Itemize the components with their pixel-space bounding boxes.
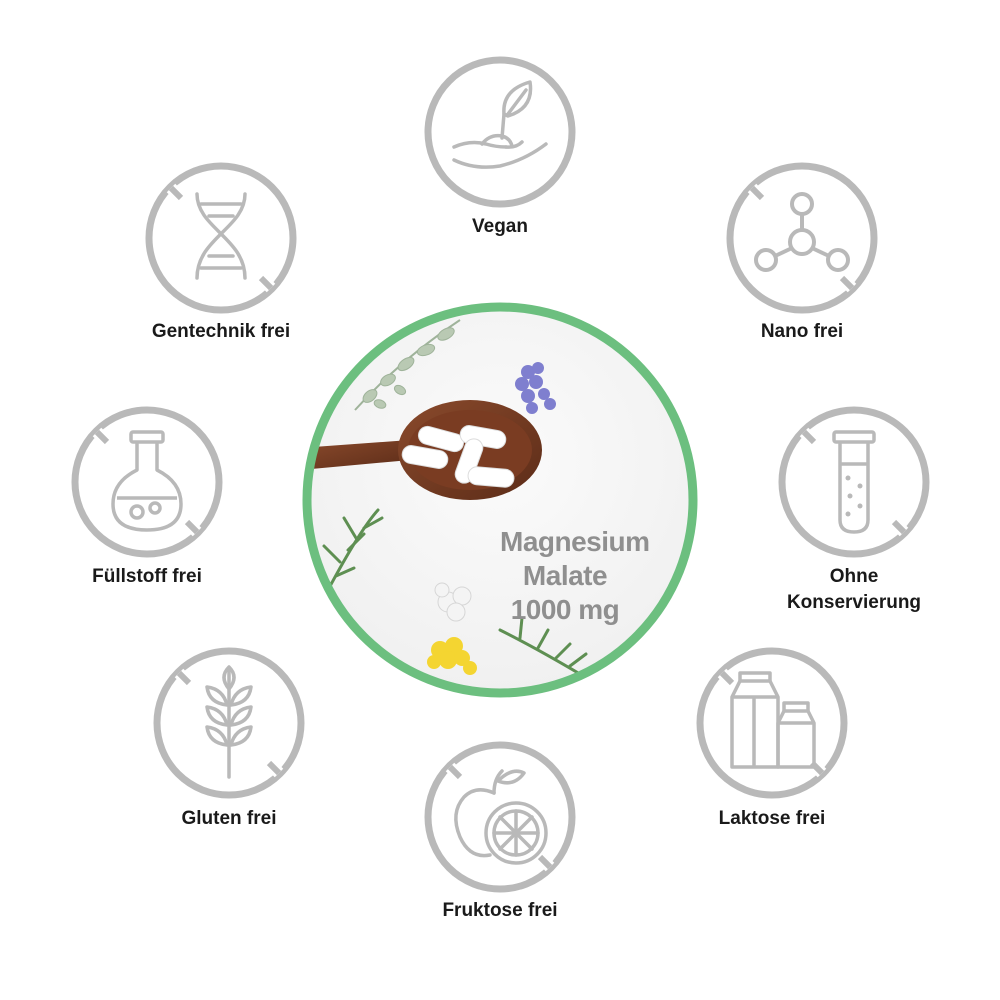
gluten-free-label: Gluten frei <box>181 808 277 829</box>
product-name-line2: Malate <box>522 560 608 591</box>
product-name-line1: Magnesium <box>500 526 650 557</box>
filler-free-label: Füllstoff frei <box>92 566 202 587</box>
nano-free-label: Nano frei <box>760 321 844 342</box>
vegan-label: Vegan <box>472 216 528 237</box>
fructose-free-label: Fruktose frei <box>442 900 558 921</box>
capsules <box>401 425 515 488</box>
plant-hand-icon <box>424 56 576 208</box>
molecule-icon <box>726 162 878 314</box>
flask-icon <box>71 406 223 558</box>
preservative-free-label-line1: Ohne <box>829 566 879 587</box>
milk-carton-icon <box>696 647 848 799</box>
product-dose: 1000 mg <box>510 594 620 625</box>
gluten-free-badge <box>149 643 309 803</box>
eucalyptus-sprig <box>354 319 461 411</box>
gmo-free-label: Gentechnik frei <box>151 321 291 342</box>
preservative-free-label: Ohne Konservierung <box>724 564 984 616</box>
lactose-free-badge <box>692 643 852 803</box>
accent-ring <box>302 302 698 698</box>
filler-free-badge <box>67 402 227 562</box>
preservative-free-label-line2: Konservierung <box>786 592 922 613</box>
product-name: Magnesium Malate 1000 mg <box>500 525 650 627</box>
fructose-free-badge <box>420 737 580 897</box>
fruit-icon <box>424 741 576 893</box>
lactose-free-label: Laktose frei <box>718 808 826 829</box>
nano-free-badge <box>722 158 882 318</box>
vegan-badge <box>420 52 580 212</box>
dna-icon <box>145 162 297 314</box>
product-image <box>300 300 700 700</box>
wheat-icon <box>153 647 305 799</box>
lavender-flower <box>515 362 556 414</box>
preservative-free-badge <box>774 402 934 562</box>
white-flower <box>434 582 472 622</box>
test-tube-icon <box>778 406 930 558</box>
rosemary-sprig <box>322 508 592 682</box>
yellow-flower <box>427 637 477 675</box>
gmo-free-badge <box>141 158 301 318</box>
